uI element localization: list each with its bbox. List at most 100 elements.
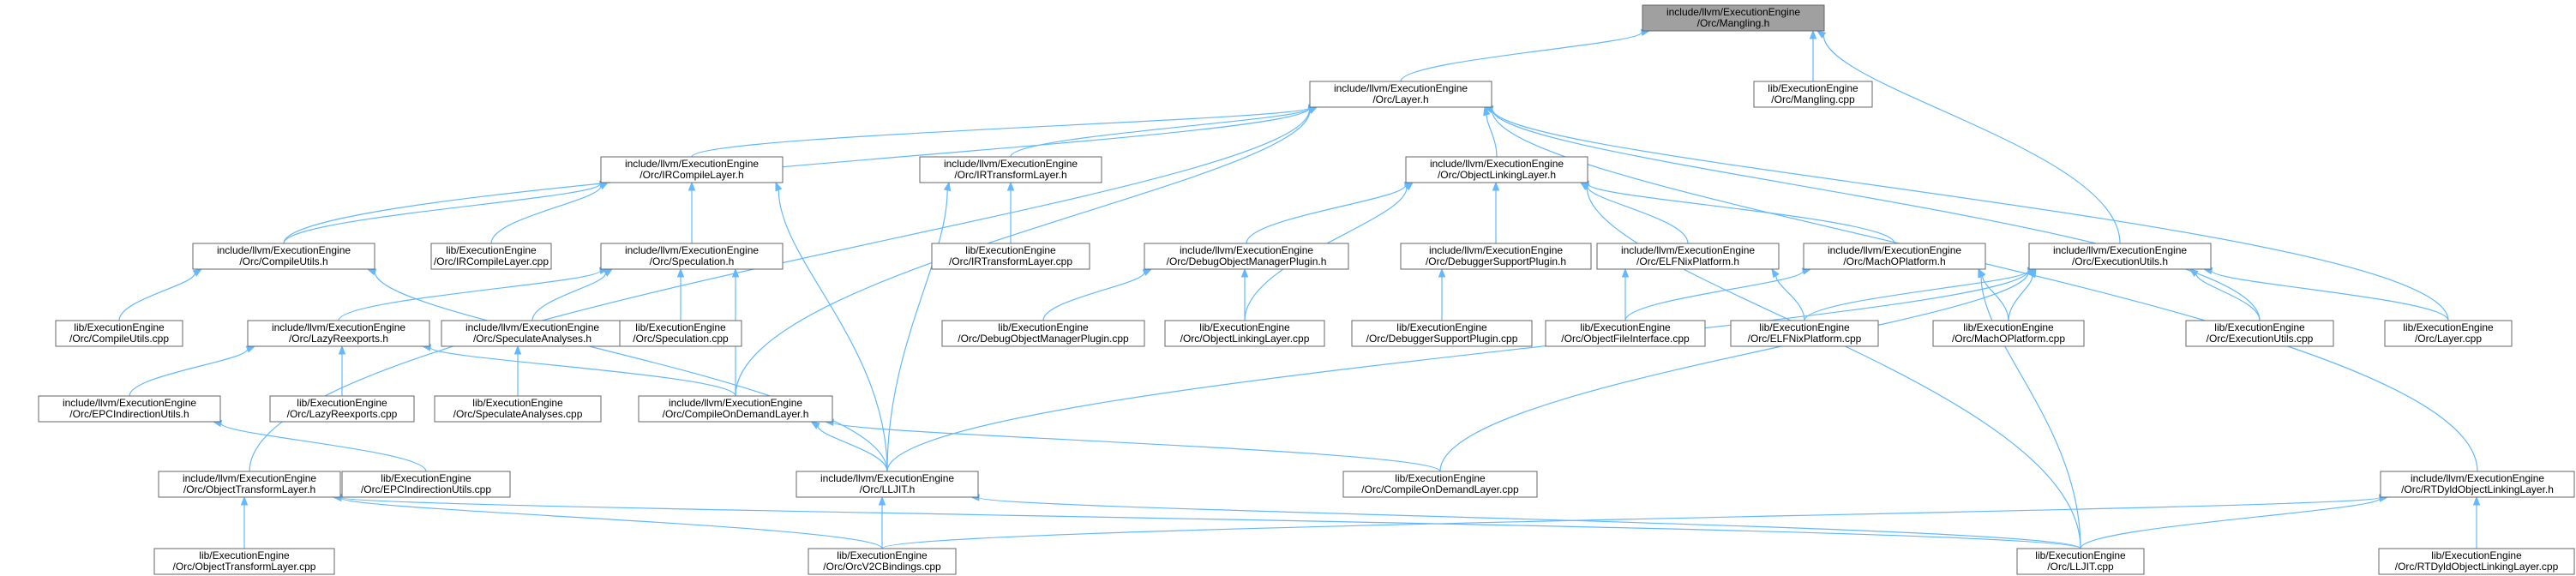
node-rtdyldobjectlinkinglayer-h[interactable]: include/llvm/ExecutionEngine/Orc/RTDyldO… — [2380, 471, 2575, 498]
node-speculateanalyses-h[interactable]: include/llvm/ExecutionEngine/Orc/Specula… — [441, 320, 624, 347]
node-objectlinkinglayer-h[interactable]: include/llvm/ExecutionEngine/Orc/ObjectL… — [1405, 156, 1588, 183]
node-label-line1: include/llvm/ExecutionEngine — [669, 397, 802, 409]
node-layer-cpp[interactable]: lib/ExecutionEngine/Orc/Layer.cpp — [2384, 320, 2513, 347]
node-label-line2: /Orc/LLJIT.h — [860, 483, 916, 495]
node-box — [808, 548, 957, 575]
node-compileondemandlayer-cpp[interactable]: lib/ExecutionEngine/Orc/CompileOnDemandL… — [1342, 471, 1538, 498]
node-ircompilelayer-h[interactable]: include/llvm/ExecutionEngine/Orc/IRCompi… — [600, 156, 784, 183]
node-objecttransformlayer-h[interactable]: include/llvm/ExecutionEngine/Orc/ObjectT… — [158, 471, 341, 498]
node-debugobjectmanagerplugin-h[interactable]: include/llvm/ExecutionEngine/Orc/DebugOb… — [1144, 243, 1349, 270]
node-elfnixplatform-h[interactable]: include/llvm/ExecutionEngine/Orc/ELFNixP… — [1596, 243, 1780, 270]
node-box — [1642, 4, 1825, 32]
edge-lljit-h-to-compileutils-h — [374, 272, 888, 472]
node-box — [192, 243, 375, 270]
node-label-line2: /Orc/IRCompileLayer.h — [639, 169, 743, 181]
node-label-line2: /Orc/Speculation.h — [650, 255, 735, 267]
arrowhead — [1771, 267, 1780, 279]
node-irtransformlayer-h[interactable]: include/llvm/ExecutionEngine/Orc/IRTrans… — [919, 156, 1102, 183]
edge-compileondemandlayer-h-to-lazyreexports-h — [429, 346, 736, 397]
node-ircompilelayer-cpp[interactable]: lib/ExecutionEngine/Orc/IRCompileLayer.c… — [430, 243, 552, 270]
edge-lljit-cpp-to-objectlinkinglayer-h — [1586, 187, 2081, 549]
edge-layer-cpp-to-layer-h — [1492, 108, 2449, 321]
edge-rtdyldobjectlinkinglayer-h-to-layer-h — [1491, 110, 2478, 472]
node-compileutils-h[interactable]: include/llvm/ExecutionEngine/Orc/Compile… — [192, 243, 375, 270]
node-label-line1: lib/ExecutionEngine — [998, 321, 1089, 333]
node-label-line1: include/llvm/ExecutionEngine — [2053, 244, 2187, 256]
edge-compileutils-h-to-layer-h — [283, 107, 1310, 244]
edge-layer-cpp-to-executionutils-h — [2211, 270, 2449, 321]
edge-lljit-h-to-ircompilelayer-h — [778, 189, 888, 472]
edge-elfnixplatform-cpp-to-executionutils-h — [1804, 270, 2029, 321]
node-lljit-h[interactable]: include/llvm/ExecutionEngine/Orc/LLJIT.h — [796, 471, 979, 498]
node-label-line2: /Orc/ELFNixPlatform.cpp — [1748, 333, 1862, 345]
node-label-line1: lib/ExecutionEngine — [1963, 321, 2054, 333]
node-box — [796, 471, 979, 498]
node-compileondemandlayer-h[interactable]: include/llvm/ExecutionEngine/Orc/Compile… — [638, 395, 833, 423]
node-label-line1: lib/ExecutionEngine — [446, 244, 537, 256]
edge-lljit-h-to-irtransformlayer-h — [886, 189, 948, 472]
node-machoplatform-h[interactable]: include/llvm/ExecutionEngine/Orc/MachOPl… — [1803, 243, 1986, 270]
node-orcv2cbindings-cpp[interactable]: lib/ExecutionEngine/Orc/OrcV2CBindings.c… — [808, 548, 957, 575]
node-label-line2: /Orc/ObjectFileInterface.cpp — [1561, 333, 1690, 345]
edge-orcv2cbindings-cpp-to-rtdyldobjectlinkinglayer-h — [881, 496, 2381, 549]
node-executionutils-h[interactable]: include/llvm/ExecutionEngine/Orc/Executi… — [2028, 243, 2212, 270]
node-rtdyldobjectlinkinglayer-cpp[interactable]: lib/ExecutionEngine/Orc/RTDyldObjectLink… — [2378, 548, 2575, 575]
node-label-line1: lib/ExecutionEngine — [1199, 321, 1290, 333]
node-box — [2016, 548, 2145, 575]
node-label-line1: include/llvm/ExecutionEngine — [1334, 82, 1468, 94]
node-label-line1: lib/ExecutionEngine — [2403, 321, 2494, 333]
node-lljit-cpp[interactable]: lib/ExecutionEngine/Orc/LLJIT.cpp — [2016, 548, 2145, 575]
node-objectlinkinglayer-cpp[interactable]: lib/ExecutionEngine/Orc/ObjectLinkingLay… — [1164, 320, 1325, 347]
node-box — [1400, 243, 1592, 270]
node-lazyreexports-h[interactable]: include/llvm/ExecutionEngine/Orc/LazyRee… — [247, 320, 430, 347]
node-label-line2: /Orc/LLJIT.cpp — [2047, 561, 2114, 573]
arrowhead — [1483, 105, 1491, 117]
node-box — [1144, 243, 1349, 270]
node-label-line2: /Orc/OrcV2CBindings.cpp — [823, 561, 941, 573]
node-box — [2028, 243, 2212, 270]
node-speculation-h[interactable]: include/llvm/ExecutionEngine/Orc/Specula… — [600, 243, 784, 270]
node-label-line2: /Orc/LazyReexports.cpp — [287, 408, 398, 420]
edge-compileondemandlayer-cpp-to-compileondemandlayer-h — [832, 422, 1441, 472]
node-mangling-cpp[interactable]: lib/ExecutionEngine/Orc/Mangling.cpp — [1753, 81, 1873, 108]
node-box — [247, 320, 430, 347]
node-machoplatform-cpp[interactable]: lib/ExecutionEngine/Orc/MachOPlatform.cp… — [1932, 320, 2085, 347]
arrowhead — [1579, 182, 1590, 191]
node-debugobjectmanagerplugin-cpp[interactable]: lib/ExecutionEngine/Orc/DebugObjectManag… — [941, 320, 1145, 347]
edge-ircompilelayer-h-to-layer-h — [691, 107, 1310, 158]
node-layer-h[interactable]: include/llvm/ExecutionEngine/Orc/Layer.h — [1309, 81, 1492, 108]
node-objectfileinterface-cpp[interactable]: lib/ExecutionEngine/Orc/ObjectFileInterf… — [1545, 320, 1706, 347]
node-objecttransformlayer-cpp[interactable]: lib/ExecutionEngine/Orc/ObjectTransformL… — [153, 548, 335, 575]
node-irtransformlayer-cpp[interactable]: lib/ExecutionEngine/Orc/IRTransformLayer… — [931, 243, 1090, 270]
node-debuggersupportplugin-cpp[interactable]: lib/ExecutionEngine/Orc/DebuggerSupportP… — [1351, 320, 1533, 347]
node-speculateanalyses-cpp[interactable]: lib/ExecutionEngine/Orc/SpeculateAnalyse… — [434, 395, 602, 423]
edge-machoplatform-cpp-to-executionutils-h — [2008, 275, 2033, 321]
arrowhead — [1438, 267, 1446, 278]
node-executionutils-cpp[interactable]: lib/ExecutionEngine/Orc/ExecutionUtils.c… — [2185, 320, 2334, 347]
node-label-line1: include/llvm/ExecutionEngine — [1666, 6, 1800, 18]
node-label-line2: /Orc/IRTransformLayer.cpp — [949, 255, 1072, 267]
node-label-line2: /Orc/Speculation.cpp — [633, 333, 729, 345]
node-epcindirectionutils-h[interactable]: include/llvm/ExecutionEngine/Orc/EPCIndi… — [38, 395, 221, 423]
node-label-line2: /Orc/ObjectTransformLayer.h — [183, 483, 315, 495]
node-elfnixplatform-cpp[interactable]: lib/ExecutionEngine/Orc/ELFNixPlatform.c… — [1730, 320, 1879, 347]
node-lazyreexports-cpp[interactable]: lib/ExecutionEngine/Orc/LazyReexports.cp… — [269, 395, 415, 423]
node-box — [1309, 81, 1492, 108]
node-label-line2: /Orc/IRCompileLayer.cpp — [434, 255, 549, 267]
node-label-line2: /Orc/Mangling.h — [1697, 17, 1770, 29]
node-speculation-cpp[interactable]: lib/ExecutionEngine/Orc/Speculation.cpp — [619, 320, 742, 347]
node-label-line1: lib/ExecutionEngine — [74, 321, 165, 333]
node-epcindirectionutils-cpp[interactable]: lib/ExecutionEngine/Orc/EPCIndirectionUt… — [341, 471, 511, 498]
node-box — [2378, 548, 2575, 575]
arrowhead — [810, 421, 820, 429]
node-debuggersupportplugin-h[interactable]: include/llvm/ExecutionEngine/Orc/Debugge… — [1400, 243, 1592, 270]
node-label-line2: /Orc/MachOPlatform.h — [1843, 255, 1945, 267]
arrowhead — [731, 267, 740, 278]
edge-lljit-cpp-to-lljit-h — [978, 496, 2081, 549]
node-mangling-h[interactable]: include/llvm/ExecutionEngine/Orc/Manglin… — [1642, 4, 1825, 32]
node-label-line1: include/llvm/ExecutionEngine — [2411, 472, 2544, 484]
edge-epcindirectionutils-h-to-lazyreexports-h — [129, 349, 249, 397]
node-compileutils-cpp[interactable]: lib/ExecutionEngine/Orc/CompileUtils.cpp — [55, 320, 183, 347]
arrowhead — [1240, 267, 1249, 278]
